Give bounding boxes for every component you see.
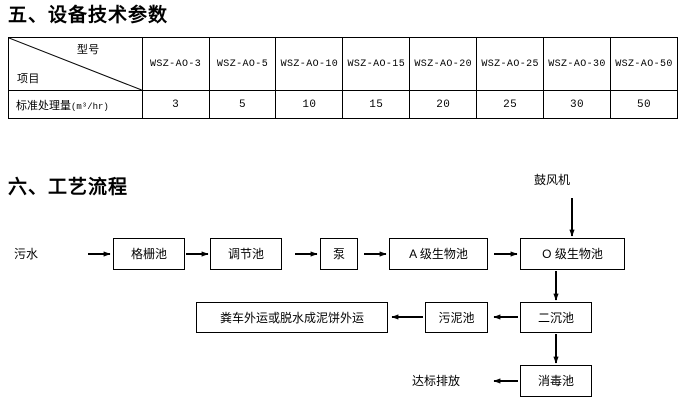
flow-box-sludge[interactable]: 污泥池 bbox=[425, 302, 488, 333]
diagonal-divider-icon bbox=[9, 38, 142, 90]
table-header-model-7: WSZ-AO-50 bbox=[609, 37, 678, 91]
table-cell-capacity-6: 30 bbox=[543, 90, 611, 119]
page-title-process: 六、工艺流程 bbox=[8, 177, 129, 198]
flow-label-discharge: 达标排放 bbox=[412, 374, 461, 388]
table-corner-item-label: 项目 bbox=[17, 73, 40, 85]
table-row-capacity: 标准处理量(m³/hr) 3 5 10 15 20 25 30 50 bbox=[8, 90, 678, 119]
flow-box-adjusting[interactable]: 调节池 bbox=[210, 238, 282, 270]
flow-box-sludge-transport[interactable]: 粪车外运或脱水成泥饼外运 bbox=[196, 302, 388, 333]
table-header-model-5: WSZ-AO-25 bbox=[476, 37, 545, 91]
table-corner-header: 型号 项目 bbox=[8, 37, 143, 91]
spec-table: 型号 项目 WSZ-AO-3 WSZ-AO-5 WSZ-AO-10 WSZ-AO… bbox=[8, 37, 678, 119]
table-header-model-3: WSZ-AO-15 bbox=[342, 37, 411, 91]
flow-box-disinfection[interactable]: 消毒池 bbox=[520, 365, 592, 397]
table-cell-capacity-3: 15 bbox=[342, 90, 411, 119]
flow-label-blower: 鼓风机 bbox=[534, 173, 571, 187]
table-cell-capacity-4: 20 bbox=[409, 90, 478, 119]
page-title-specs: 五、设备技术参数 bbox=[8, 5, 169, 26]
flow-box-secondary-settling[interactable]: 二沉池 bbox=[520, 302, 592, 333]
table-corner-model-label: 型号 bbox=[76, 44, 100, 56]
flow-box-o-stage[interactable]: O 级生物池 bbox=[520, 238, 625, 270]
flow-box-pump[interactable]: 泵 bbox=[320, 238, 358, 270]
table-cell-capacity-0: 3 bbox=[141, 90, 210, 119]
table-cell-capacity-7: 50 bbox=[609, 90, 678, 119]
table-header-model-1: WSZ-AO-5 bbox=[208, 37, 277, 91]
table-cell-capacity-1: 5 bbox=[208, 90, 277, 119]
table-header-model-4: WSZ-AO-20 bbox=[409, 37, 478, 91]
table-cell-capacity-5: 25 bbox=[476, 90, 545, 119]
flow-box-grating[interactable]: 格栅池 bbox=[113, 238, 185, 270]
table-cell-capacity-2: 10 bbox=[275, 90, 344, 119]
capacity-unit-text: (m³/hr) bbox=[71, 101, 109, 112]
flow-label-inlet: 污水 bbox=[14, 247, 39, 261]
table-row-label-capacity: 标准处理量(m³/hr) bbox=[8, 90, 143, 119]
table-header-model-0: WSZ-AO-3 bbox=[141, 37, 210, 91]
capacity-label-text: 标准处理量 bbox=[16, 99, 71, 112]
table-header-model-6: WSZ-AO-30 bbox=[543, 37, 611, 91]
flow-box-a-stage[interactable]: A 级生物池 bbox=[389, 238, 488, 270]
table-header-model-2: WSZ-AO-10 bbox=[275, 37, 344, 91]
table-row-models: 型号 项目 WSZ-AO-3 WSZ-AO-5 WSZ-AO-10 WSZ-AO… bbox=[8, 37, 678, 91]
